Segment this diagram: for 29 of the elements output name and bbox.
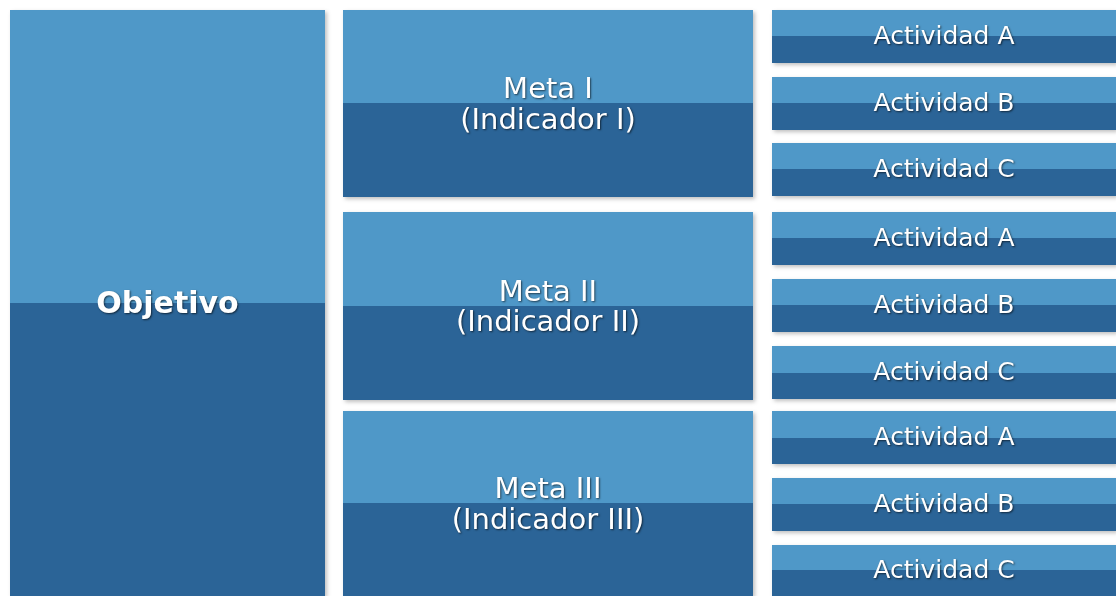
indicator-text: (Indicador III) bbox=[451, 503, 645, 534]
block-title: Actividad A bbox=[873, 424, 1015, 451]
objective-block bbox=[10, 10, 325, 596]
activity-block bbox=[772, 143, 1116, 196]
activity-block bbox=[772, 212, 1116, 265]
block-title: Actividad A bbox=[873, 23, 1015, 50]
block-title: Actividad A bbox=[873, 225, 1015, 252]
block-title: Actividad B bbox=[873, 292, 1015, 319]
activity-block bbox=[772, 478, 1116, 531]
block-title: Actividad C bbox=[873, 359, 1015, 386]
goal-block bbox=[343, 212, 753, 400]
indicator-text: (Indicador I) bbox=[460, 103, 636, 134]
block-title: Actividad B bbox=[873, 90, 1015, 117]
block-title: Meta III bbox=[494, 473, 602, 504]
block-title: Actividad B bbox=[873, 491, 1015, 518]
activity-block bbox=[772, 545, 1116, 596]
activity-block bbox=[772, 411, 1116, 464]
block-title: Meta II bbox=[498, 275, 598, 306]
activity-block bbox=[772, 77, 1116, 130]
block-title: Meta I bbox=[503, 73, 593, 104]
activity-block bbox=[772, 10, 1116, 63]
goal-block bbox=[343, 411, 753, 596]
block-title: Objetivo bbox=[96, 287, 239, 319]
block-title: Actividad C bbox=[873, 156, 1015, 183]
indicator-text: (Indicador II) bbox=[455, 306, 641, 337]
activity-block bbox=[772, 279, 1116, 332]
goal-block bbox=[343, 10, 753, 197]
activity-block bbox=[772, 346, 1116, 399]
block-title: Actividad C bbox=[873, 557, 1015, 584]
